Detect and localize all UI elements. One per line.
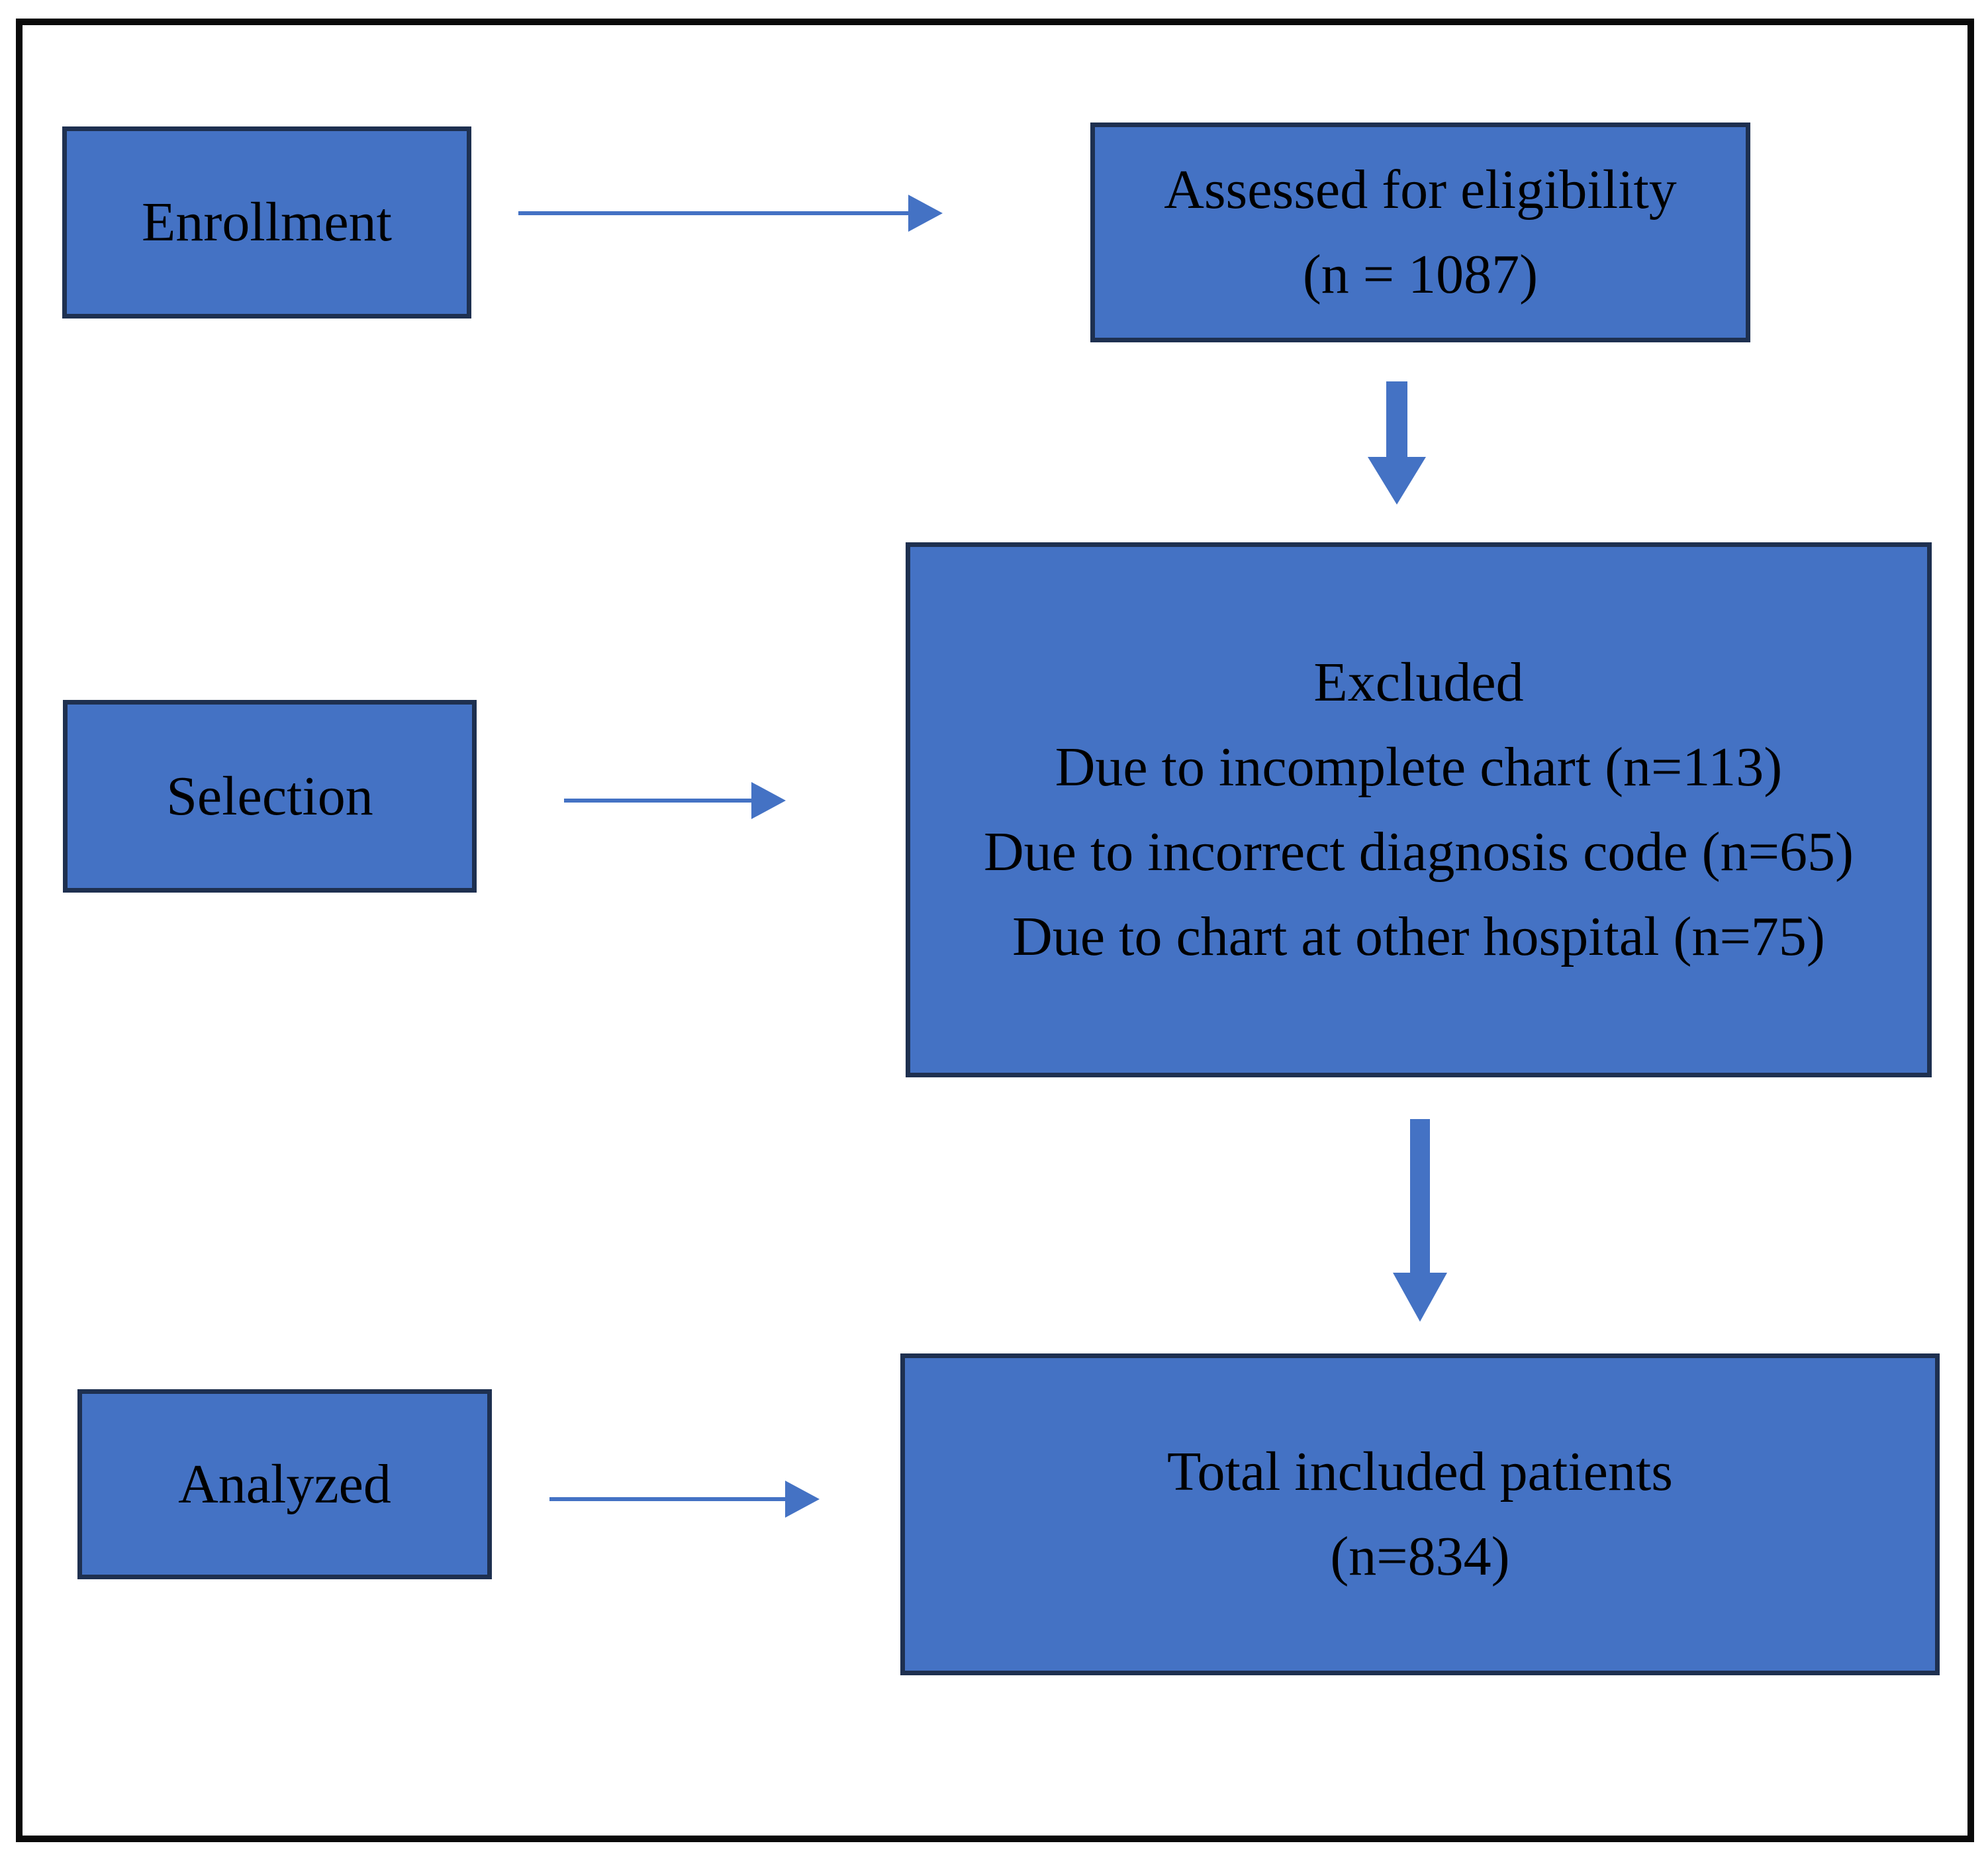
stage-label-enrollment: Enrollment [142, 191, 392, 253]
stage-box-enrollment: Enrollment [62, 126, 471, 319]
result-box-excluded: Excluded Due to incomplete chart (n=113)… [906, 542, 1932, 1077]
diagram-outer-frame [16, 19, 1974, 1842]
stage-label-analyzed: Analyzed [178, 1453, 391, 1515]
result-box-total-included: Total included patients (n=834) [900, 1353, 1940, 1675]
arrow-enrollment-to-assessed [518, 193, 943, 233]
arrow-down-head-icon [1393, 1273, 1447, 1322]
stage-box-selection: Selection [63, 700, 477, 893]
arrow-assessed-to-excluded [1368, 381, 1426, 505]
arrow-analyzed-to-total [549, 1479, 820, 1519]
excluded-title: Excluded [1313, 652, 1524, 713]
excluded-reason-incorrect-diagnosis-code: Due to incorrect diagnosis code (n=65) [984, 821, 1854, 883]
arrow-shaft [1410, 1119, 1430, 1274]
arrow-shaft [549, 1497, 788, 1501]
excluded-reason-chart-other-hospital: Due to chart at other hospital (n=75) [1012, 906, 1825, 967]
assessed-count: (n = 1087) [1302, 244, 1538, 305]
result-box-assessed-for-eligibility: Assessed for eligibility (n = 1087) [1090, 123, 1750, 342]
assessed-line-1: Assessed for eligibility [1164, 159, 1677, 221]
arrow-shaft [1386, 381, 1407, 458]
arrow-shaft [564, 799, 754, 803]
total-included-count: (n=834) [1330, 1526, 1510, 1587]
arrow-shaft [518, 211, 911, 215]
arrow-down-head-icon [1368, 457, 1426, 505]
stage-label-selection: Selection [166, 765, 373, 827]
arrow-selection-to-excluded [564, 781, 786, 820]
total-included-line: Total included patients [1167, 1441, 1673, 1502]
stage-box-analyzed: Analyzed [77, 1389, 492, 1579]
arrow-right-head-icon [908, 195, 943, 232]
excluded-reason-incomplete-chart: Due to incomplete chart (n=113) [1055, 736, 1783, 798]
arrow-excluded-to-total [1393, 1119, 1447, 1322]
arrow-right-head-icon [785, 1481, 820, 1518]
arrow-right-head-icon [751, 782, 786, 819]
